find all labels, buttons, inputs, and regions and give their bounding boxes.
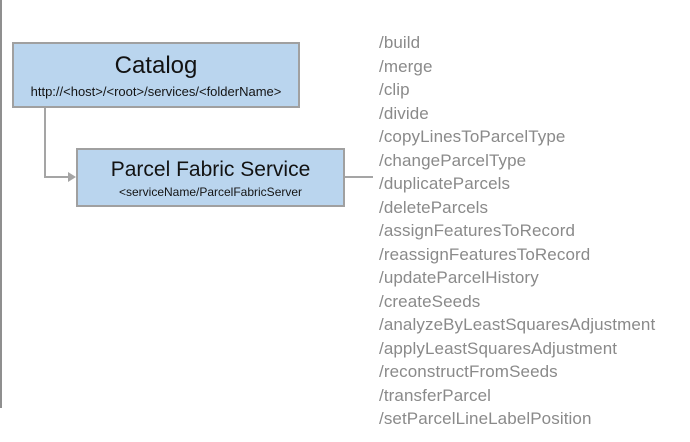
list-item: /assignFeaturesToRecord: [379, 221, 576, 240]
connector-catalog-vertical: [44, 108, 46, 178]
list-item: /clip: [379, 80, 410, 99]
list-item: /deleteParcels: [379, 197, 489, 217]
connector-service-to-operations: [345, 176, 373, 178]
list-item: /updateParcelHistory: [379, 268, 539, 287]
list-item: /reconstructFromSeeds: [379, 362, 558, 381]
node-parcel-fabric-service-path: <serviceName/ParcelFabricServer: [118, 184, 303, 199]
list-item: /transferParcel: [379, 385, 492, 405]
list-item: /changeParcelType: [379, 150, 527, 170]
node-parcel-fabric-service-title: Parcel Fabric Service: [110, 157, 311, 181]
operations-divider-line: [0, 0, 2, 408]
node-catalog-title: Catalog: [114, 52, 198, 79]
list-item: /merge: [379, 56, 433, 76]
list-item: /setParcelLineLabelPosition: [379, 409, 592, 428]
list-item: /divide: [379, 103, 429, 123]
list-item: /build: [379, 33, 421, 52]
list-item: /createSeeds: [379, 291, 481, 311]
node-catalog: Catalog http://<host>/<root>/services/<f…: [12, 42, 300, 108]
node-catalog-url: http://<host>/<root>/services/<folderNam…: [30, 84, 282, 99]
list-item: /analyzeByLeastSquaresAdjustment: [379, 315, 656, 334]
list-item: /duplicateParcels: [379, 174, 511, 193]
list-item: /copyLinesToParcelType: [379, 127, 566, 146]
connector-catalog-horizontal: [44, 176, 70, 178]
list-item: /reassignFeaturesToRecord: [379, 244, 591, 264]
connector-arrowhead-icon: [68, 172, 76, 182]
list-item: /applyLeastSquaresAdjustment: [379, 338, 618, 358]
operations-list: /build /merge /clip /divide /copyLinesTo…: [379, 31, 684, 431]
node-parcel-fabric-service: Parcel Fabric Service <serviceName/Parce…: [76, 148, 345, 207]
